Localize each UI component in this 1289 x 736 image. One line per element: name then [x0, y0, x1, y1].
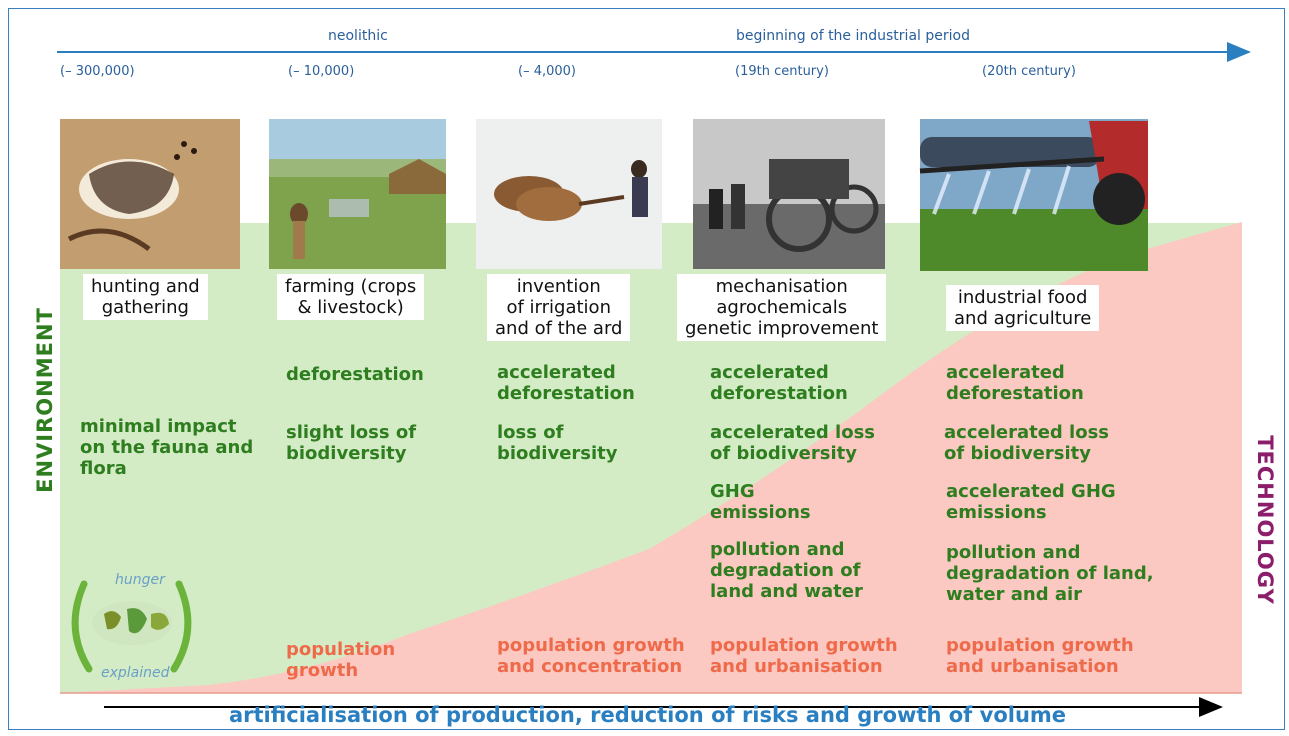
impact-text: accelerated loss of biodiversity — [944, 422, 1110, 464]
impact-text: pollution and degradation of land and wa… — [710, 539, 863, 602]
impact-text: deforestation — [286, 364, 424, 385]
logo-text-bottom: explained — [101, 665, 170, 681]
stage-label-farming: farming (crops & livestock) — [277, 274, 425, 320]
impact-text: slight loss of biodiversity — [286, 422, 417, 464]
cave-painting-image — [60, 119, 240, 269]
date-label: (20th century) — [982, 64, 1076, 79]
population-text: population growth — [286, 639, 396, 681]
impact-text: loss of biodiversity — [497, 422, 618, 464]
stage-label-hunting: hunting and gathering — [83, 274, 208, 320]
diagram-artwork — [57, 42, 1251, 717]
impact-text: accelerated deforestation — [946, 362, 1084, 404]
impact-text: accelerated loss of biodiversity — [710, 422, 876, 464]
date-label: (19th century) — [735, 64, 829, 79]
population-text: population growth and urbanisation — [710, 635, 898, 677]
impact-text: minimal impact on the fauna and flora — [80, 416, 254, 479]
diagram-frame: neolithic beginning of the industrial pe… — [8, 8, 1285, 730]
era-label-industrial: beginning of the industrial period — [736, 28, 970, 44]
impact-text: accelerated GHG emissions — [946, 481, 1116, 523]
environment-axis-label: ENVIRONMENT — [33, 307, 57, 493]
stage-label-mechanisation: mechanisation agrochemicals genetic impr… — [677, 274, 887, 341]
population-text: population growth and concentration — [497, 635, 685, 677]
technology-area — [60, 222, 1242, 693]
stage-label-irrigation: invention of irrigation and of the ard — [487, 274, 631, 341]
crop-sprayer-image — [919, 119, 1148, 271]
neolithic-farming-image — [269, 119, 446, 269]
impact-text: GHG emissions — [710, 481, 811, 523]
stage-label-industrial: industrial food and agriculture — [946, 285, 1100, 331]
bottom-axis-label: artificialisation of production, reducti… — [228, 703, 1067, 727]
date-label: (– 300,000) — [60, 64, 135, 79]
impact-text: pollution and degradation of land, water… — [946, 542, 1154, 605]
impact-text: accelerated deforestation — [710, 362, 848, 404]
hunger-explained-logo — [71, 580, 192, 673]
impact-text: accelerated deforestation — [497, 362, 635, 404]
logo-text-top: hunger — [115, 572, 165, 588]
ox-plough-image — [476, 119, 662, 269]
early-tractor-image — [693, 119, 885, 269]
era-label-neolithic: neolithic — [328, 28, 388, 44]
date-label: (– 10,000) — [288, 64, 355, 79]
technology-axis-label: TECHNOLOGY — [1253, 435, 1277, 605]
date-label: (– 4,000) — [518, 64, 576, 79]
population-text: population growth and urbanisation — [946, 635, 1134, 677]
